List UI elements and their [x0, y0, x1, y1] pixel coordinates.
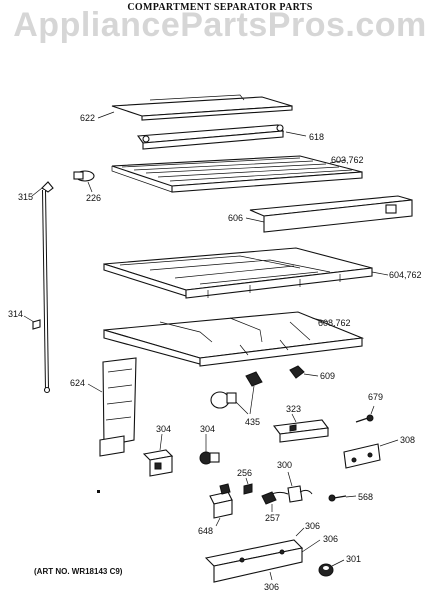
label-226: 226: [86, 193, 101, 203]
label-608-762: 608,762: [318, 318, 351, 328]
part-301-knob[interactable]: [318, 563, 334, 577]
part-323-housing[interactable]: [272, 419, 330, 443]
label-624: 624: [70, 378, 85, 388]
part-568-screw[interactable]: [328, 494, 347, 502]
part-679-screw[interactable]: [355, 414, 374, 423]
art-number: (ART NO. WR18143 C9): [34, 567, 123, 576]
label-304-left: 304: [156, 424, 171, 434]
label-314: 314: [8, 309, 23, 319]
part-609-clip[interactable]: [289, 365, 305, 379]
stray-dot: [97, 490, 100, 493]
label-306-a: 306: [305, 521, 320, 531]
label-568: 568: [358, 492, 373, 502]
part-315-rod[interactable]: [41, 181, 54, 394]
part-603-shelf[interactable]: [111, 155, 363, 193]
part-604-separator[interactable]: [103, 247, 373, 299]
part-226-cap[interactable]: [73, 170, 95, 182]
label-604-762: 604,762: [389, 270, 422, 280]
label-618: 618: [309, 132, 324, 142]
label-308: 308: [400, 435, 415, 445]
part-622-cover[interactable]: [111, 94, 293, 121]
part-256-sensor[interactable]: [243, 483, 253, 495]
part-308-bracket[interactable]: [343, 443, 381, 469]
part-304-control-left[interactable]: [142, 449, 174, 477]
part-618-bracket[interactable]: [136, 124, 285, 150]
part-624-duct[interactable]: [99, 357, 137, 457]
part-304-knob[interactable]: [199, 451, 220, 465]
site-watermark: AppliancePartsPros.com: [13, 6, 427, 44]
part-300-thermostat[interactable]: [267, 485, 313, 503]
label-304-right: 304: [200, 424, 215, 434]
label-300: 300: [277, 460, 292, 470]
label-257: 257: [265, 513, 280, 523]
label-606: 606: [228, 213, 243, 223]
label-603-762: 603,762: [331, 155, 364, 165]
label-679: 679: [368, 392, 383, 402]
label-323: 323: [286, 404, 301, 414]
diagram-title: COMPARTMENT SEPARATOR PARTS: [127, 2, 313, 13]
part-608-separator[interactable]: [103, 311, 365, 367]
label-622: 622: [80, 113, 95, 123]
part-648-damper[interactable]: [209, 483, 233, 519]
label-435: 435: [245, 417, 260, 427]
label-609: 609: [320, 371, 335, 381]
label-648: 648: [198, 526, 213, 536]
label-301: 301: [346, 554, 361, 564]
label-306-c: 306: [264, 582, 279, 592]
part-306-housing[interactable]: [204, 539, 304, 583]
part-314-clip[interactable]: [32, 319, 41, 330]
part-606-strip[interactable]: [249, 195, 413, 233]
label-306-b: 306: [323, 534, 338, 544]
label-256: 256: [237, 468, 252, 478]
label-315: 315: [18, 192, 33, 202]
part-257-clip[interactable]: [261, 491, 277, 505]
part-435-bulb[interactable]: [210, 371, 263, 409]
